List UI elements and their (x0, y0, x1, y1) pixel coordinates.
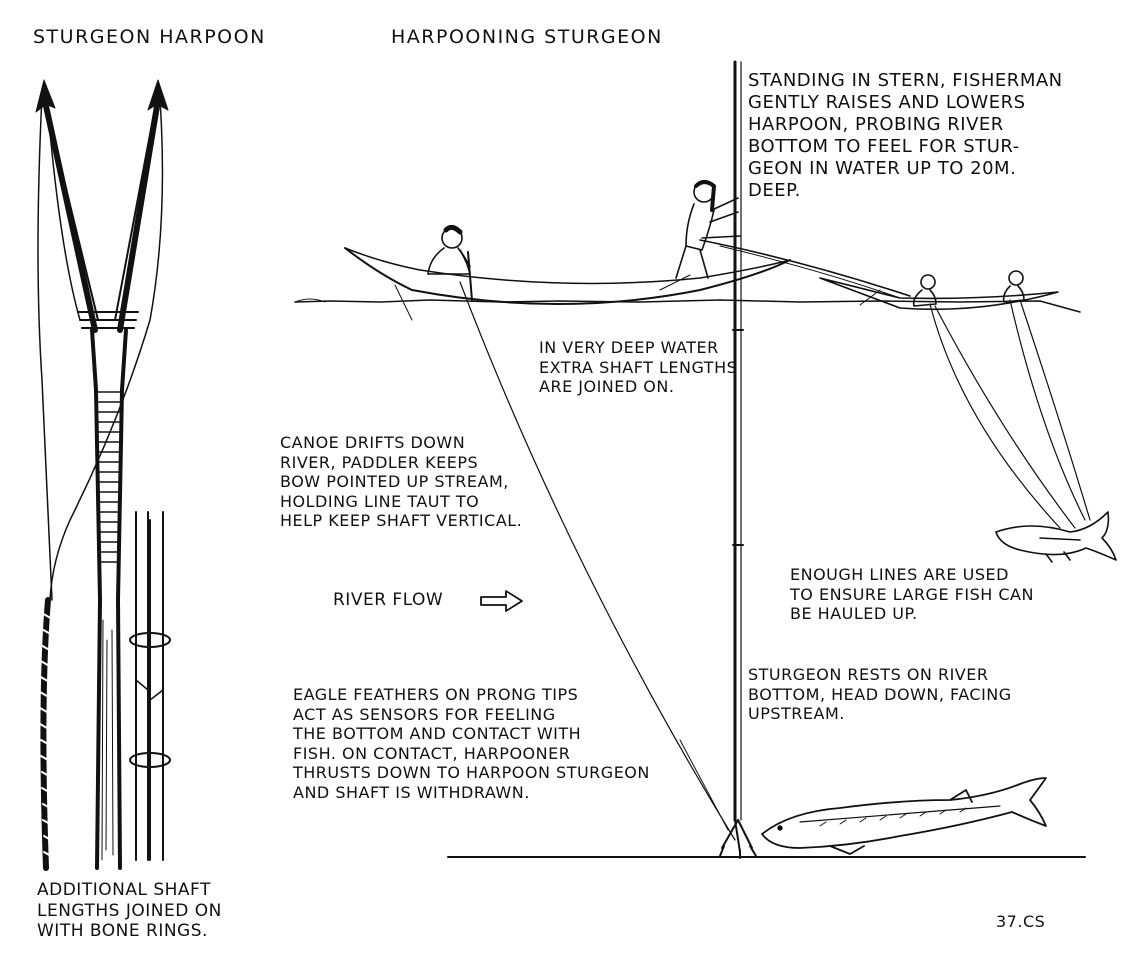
haul-line-top (700, 240, 910, 296)
guide-line-paddler (460, 282, 735, 840)
scene (295, 62, 1116, 858)
hauler-figure-2 (1004, 271, 1024, 302)
canoe-note: CANOE DRIFTS DOWN RIVER, PADDLER KEEPS B… (280, 433, 523, 531)
twisted-cord (39, 600, 58, 868)
harpoon-shaft (97, 600, 120, 868)
hauler-figure-1 (914, 275, 936, 306)
wrapped-shaft (92, 330, 126, 600)
scene-title: HARPOONING STURGEON (391, 26, 663, 48)
resting-sturgeon (762, 778, 1046, 854)
hooked-sturgeon (996, 512, 1116, 562)
water-surface (295, 300, 1080, 312)
haul-canoe (820, 278, 1058, 309)
haul-lines (930, 300, 1090, 528)
fisherman-figure (676, 182, 740, 278)
prong-binding (78, 312, 138, 328)
feather-lines (38, 96, 162, 600)
additional-shaft-note: ADDITIONAL SHAFT LENGTHS JOINED ON WITH … (37, 880, 222, 942)
deep-water-note: IN VERY DEEP WATER EXTRA SHAFT LENGTHS A… (539, 338, 738, 397)
page-number: 37.CS (996, 912, 1046, 931)
harpoon-right-prong (115, 80, 168, 330)
fisherman-note: STANDING IN STERN, FISHERMAN GENTLY RAIS… (748, 70, 1063, 201)
main-canoe (345, 248, 790, 320)
eagle-feathers-note: EAGLE FEATHERS ON PRONG TIPS ACT AS SENS… (293, 685, 650, 802)
river-flow-label: RIVER FLOW (333, 590, 444, 610)
harpoon-pole (733, 62, 743, 820)
river-flow-arrow (481, 591, 522, 611)
paddler-figure (428, 227, 472, 300)
extra-shaft-lengths (130, 512, 170, 860)
lines-note: ENOUGH LINES ARE USED TO ENSURE LARGE FI… (790, 565, 1034, 624)
bone-ring-lower (130, 753, 170, 767)
harpoon-title: STURGEON HARPOON (33, 26, 266, 48)
harpoon-detail (36, 80, 170, 868)
sturgeon-rests-note: STURGEON RESTS ON RIVER BOTTOM, HEAD DOW… (748, 665, 1012, 724)
harpoon-left-prong (36, 80, 98, 330)
pole-prongs (720, 820, 756, 858)
haul-line-top2 (720, 246, 900, 298)
guide-line-left (680, 740, 728, 830)
bone-ring-upper (130, 633, 170, 647)
